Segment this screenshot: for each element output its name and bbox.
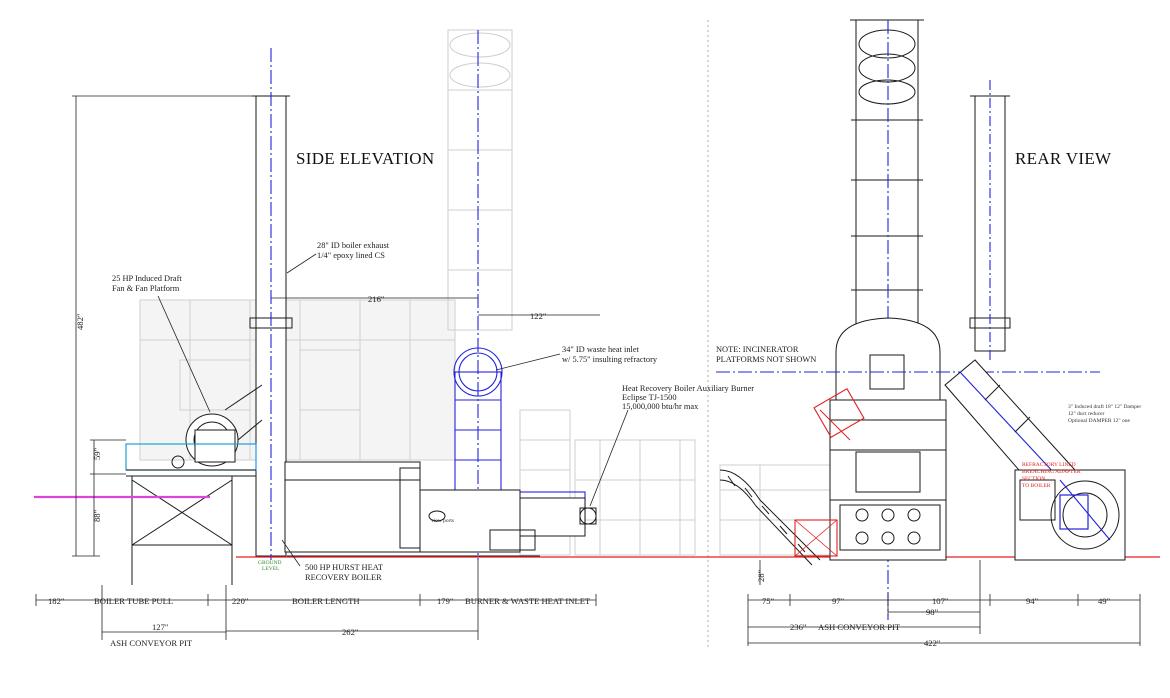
burner-inlet-label: BURNER & WASTE HEAT INLET <box>465 596 591 606</box>
exhaust-note-1: 28" ID boiler exhaust <box>317 241 390 250</box>
rear-dimensions: 28" 75" 97" 107" 94" 49" 98" 236" ASH CO… <box>747 560 1141 648</box>
dim-122: 122" <box>530 311 546 321</box>
red-note-1: REFRACTORY LINED <box>1022 462 1076 468</box>
view-ports-label: view ports <box>431 518 454 524</box>
inlet-note-2: w/ 5.75" insulting refractory <box>562 355 658 364</box>
fan-platform-structure <box>131 476 233 585</box>
dim-97: 97" <box>832 596 844 606</box>
dim-182: 182" <box>48 596 64 606</box>
rear-view-title: REAR VIEW <box>1015 149 1112 168</box>
inlet-note-1: 34" ID waste heat inlet <box>562 345 640 354</box>
exhaust-note-2: 1/4" epoxy lined CS <box>317 251 385 260</box>
dim-236: 236" <box>790 622 806 632</box>
ground-level-label-2: LEVEL <box>262 566 280 572</box>
incinerator-note-1: NOTE: INCINERATOR <box>716 345 799 354</box>
side-dimensions: 482" 59" 88" 216" 122" 182" BOILER TUBE … <box>35 95 600 648</box>
fan-note-1: 25 HP Induced Draft <box>112 274 182 283</box>
ash-pit-left-label: ASH CONVEYOR PIT <box>110 638 193 648</box>
dim-220: 220" <box>232 596 248 606</box>
refractory-adapter <box>813 388 865 441</box>
dim-422: 422" <box>924 638 940 648</box>
boiler-body: view ports <box>284 461 597 557</box>
dim-179: 179" <box>437 596 453 606</box>
fan-note-2: Fan & Fan Platform <box>112 284 180 293</box>
red-note-2: BREACHING ADAPTER <box>1022 469 1081 475</box>
burner-note-1: Heat Recovery Boiler Auxiliary Burner <box>622 384 754 393</box>
boiler-note-1: 500 HP HURST HEAT <box>305 563 383 572</box>
side-callouts: 28" ID boiler exhaust 1/4" epoxy lined C… <box>112 241 754 582</box>
boiler-length-label: BOILER LENGTH <box>292 596 360 606</box>
dim-49: 49" <box>1098 596 1110 606</box>
rear-note-3: Optional DAMPER 12" one <box>1068 418 1131 424</box>
induced-draft-fan <box>125 384 263 477</box>
dim-28: 28" <box>756 570 766 582</box>
dim-75: 75" <box>762 596 774 606</box>
ash-pit-right-label: ASH CONVEYOR PIT <box>818 622 901 632</box>
dim-216: 216" <box>368 294 384 304</box>
dim-127: 127" <box>152 622 168 632</box>
dim-262: 262" <box>342 627 358 637</box>
ash-conveyor <box>719 469 838 566</box>
boiler-tube-pull-label: BOILER TUBE PULL <box>94 596 173 606</box>
burner-note-3: 15,000,000 btu/hr max <box>622 402 699 411</box>
burner-note-2: Eclipse TJ-1500 <box>622 393 677 402</box>
side-elevation-title: SIDE ELEVATION <box>296 149 434 168</box>
rear-note-2: 12" duct reducer <box>1068 411 1105 417</box>
boiler-note-2: RECOVERY BOILER <box>305 573 382 582</box>
rear-note-1: 3" Induced draft 18" 12" Damper <box>1068 403 1141 410</box>
dim-59: 59" <box>92 448 102 460</box>
incinerator-note-2: PLATFORMS NOT SHOWN <box>716 355 816 364</box>
rear-boiler-burner <box>1014 469 1126 561</box>
rear-incinerator-body <box>829 317 947 561</box>
waste-heat-inlet-duct <box>429 30 586 560</box>
dim-107: 107" <box>932 596 948 606</box>
dim-88: 88" <box>92 510 102 522</box>
dim-94: 94" <box>1026 596 1038 606</box>
dim-482: 482" <box>75 314 85 330</box>
ground-level-label-1: GROUND <box>258 560 282 566</box>
rear-incinerator-stack <box>850 19 924 351</box>
red-note-4: TO BOILER <box>1022 483 1051 489</box>
red-note-3: SECTION <box>1022 476 1045 482</box>
dim-98: 98" <box>926 607 938 617</box>
